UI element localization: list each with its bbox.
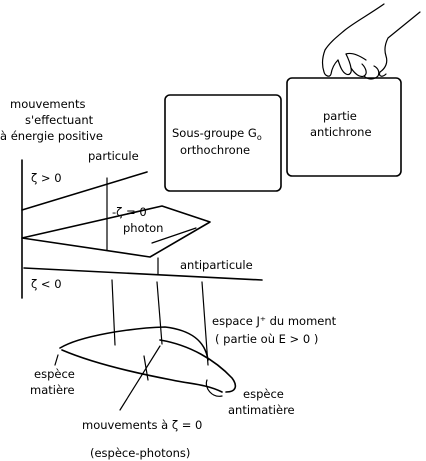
- antiparticle-line: [23, 267, 263, 281]
- moment-space-line2: ( partie où E > 0 ): [215, 332, 318, 346]
- antichronous-label-line2: antichrone: [310, 125, 372, 139]
- momentum-space-disc: [54, 326, 237, 411]
- antichronous-label-line1: partie: [323, 109, 357, 123]
- hand-drawing: [322, 3, 421, 80]
- photon-plane: [21, 205, 211, 258]
- positive-energy-line2: s'effectuant: [25, 113, 94, 127]
- antichronous-part-box: partie antichrone: [286, 77, 402, 177]
- matter-species-line1: espèce: [34, 367, 75, 381]
- moment-space-line1: espace J⁺ du moment: [212, 314, 337, 328]
- zero-motion-label: mouvements à ζ = 0: [82, 418, 202, 432]
- antimatter-species-line2: antimatière: [228, 403, 295, 417]
- subgroup-orthochronous-box: Sous-groupe Go orthochrone: [164, 94, 282, 192]
- zeta-zero-label: -ζ = 0: [112, 205, 147, 219]
- photon-species-label: (espèce-photons): [90, 446, 190, 460]
- antimatter-species-line1: espèce: [243, 387, 284, 401]
- positive-energy-line1: mouvements: [10, 97, 85, 111]
- antiparticle-label: antiparticule: [180, 258, 253, 272]
- positive-energy-sheet: [21, 159, 148, 299]
- projection-lines: [106, 177, 209, 366]
- photon-label: photon: [123, 221, 163, 235]
- subgroup-label: Sous-groupe Go: [172, 126, 262, 142]
- zeta-positive-label: ζ > 0: [31, 171, 62, 185]
- zeta-negative-label: ζ < 0: [31, 277, 62, 291]
- positive-energy-line3: à énergie positive: [0, 129, 103, 143]
- orthochronous-label: orthochrone: [180, 143, 250, 157]
- matter-species-line2: matière: [30, 383, 75, 397]
- particle-label: particule: [88, 149, 139, 163]
